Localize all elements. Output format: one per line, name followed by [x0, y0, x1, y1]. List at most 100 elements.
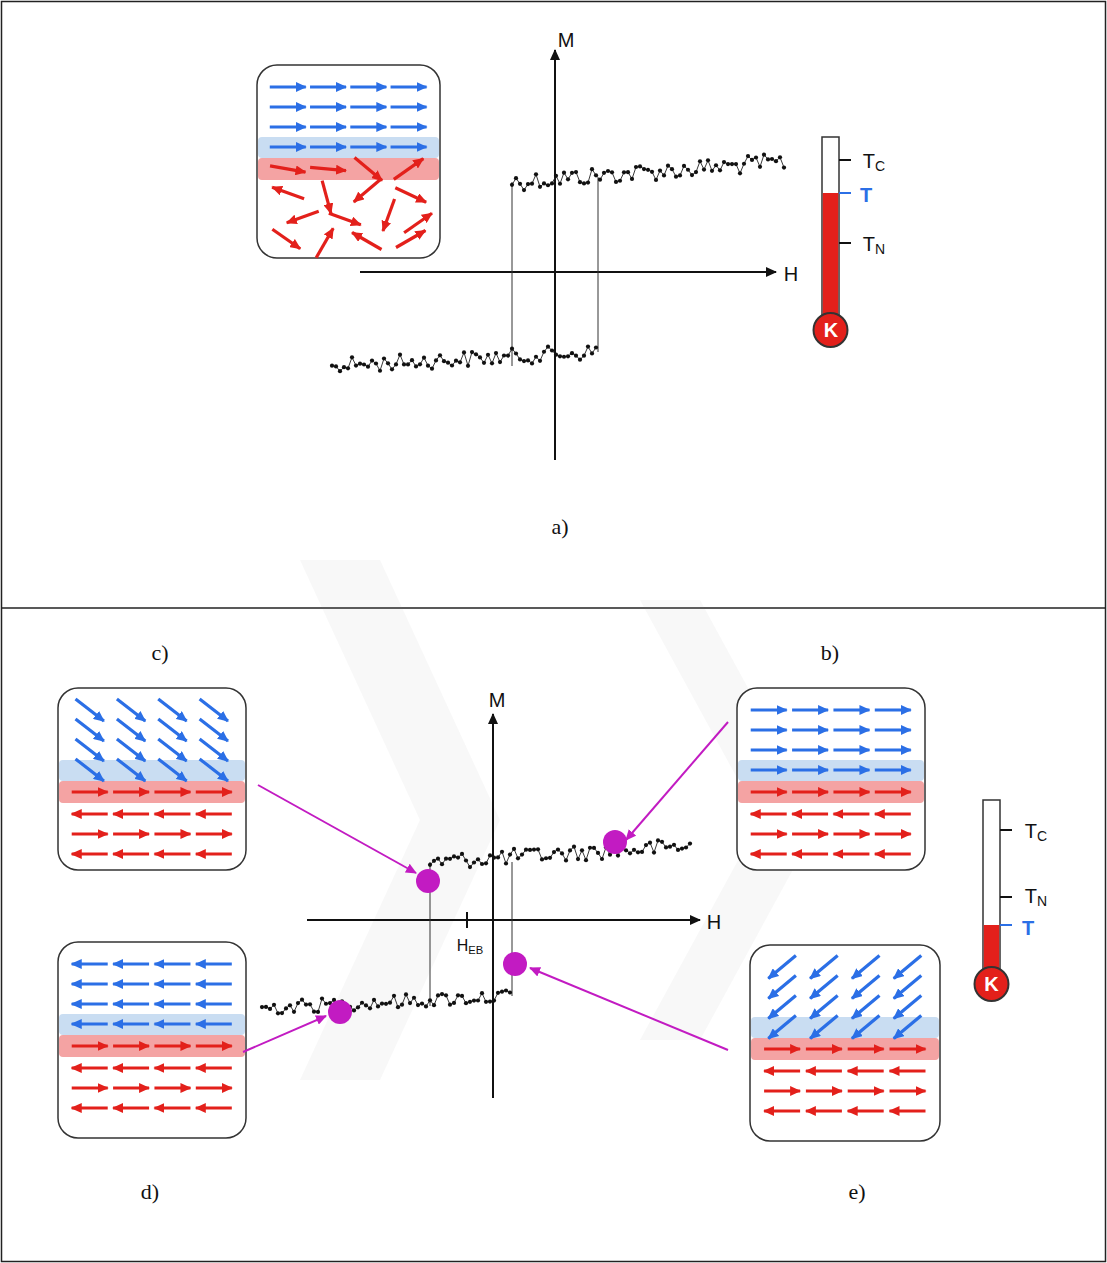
spin-arrow [391, 105, 427, 108]
thermometer [975, 800, 1013, 1001]
spin-arrow [154, 1044, 190, 1047]
switching-line [512, 182, 513, 366]
spin-arrow [768, 995, 796, 1018]
spin-arrow [792, 748, 828, 751]
spin-arrow [806, 1089, 842, 1092]
spin-arrow [764, 1089, 800, 1092]
spin-arrow [196, 790, 232, 793]
spin-arrow [196, 1044, 232, 1047]
spin-arrow [833, 852, 869, 855]
spin-arrow [890, 1069, 926, 1072]
axis-label: M [489, 690, 506, 710]
spin-arrow [196, 1002, 232, 1005]
spin-arrow [792, 728, 828, 731]
spin-arrow [391, 125, 427, 128]
spin-arrow [154, 1066, 190, 1069]
spin-arrow [792, 790, 828, 793]
spin-arrow [310, 145, 346, 148]
heb-tick [466, 912, 468, 928]
panel-label: c) [151, 642, 168, 664]
temperature-label: T [860, 185, 872, 205]
hysteresis-branch [428, 838, 692, 869]
spin-arrow [350, 125, 386, 128]
spin-arrow [751, 832, 787, 835]
spin-arrow [394, 159, 423, 180]
spin-arrow [113, 1044, 149, 1047]
spin-arrow [196, 812, 232, 815]
spin-arrow [350, 105, 386, 108]
spin-arrow [310, 125, 346, 128]
temperature-label: TN [1025, 886, 1047, 909]
switching-line [598, 178, 599, 352]
axis-label: H [707, 912, 721, 932]
spin-arrow [833, 812, 869, 815]
state-dot [328, 1000, 352, 1024]
spin-arrow [833, 768, 869, 771]
spin-arrow [72, 1044, 108, 1047]
spin-arrow [806, 1047, 842, 1050]
thermometer-symbol: K [824, 320, 838, 340]
spin-arrow [158, 759, 186, 781]
panel-label: b) [821, 642, 839, 664]
spin-arrow [354, 180, 380, 202]
spin-arrow [875, 832, 911, 835]
spin-arrow [833, 728, 869, 731]
spin-arrow [848, 1089, 884, 1092]
spin-arrow [352, 233, 381, 250]
spin-arrow [154, 1002, 190, 1005]
spin-arrow [768, 955, 796, 978]
spin-arrow [196, 1106, 232, 1109]
spin-arrow [310, 167, 346, 170]
spin-arrow [113, 982, 149, 985]
spin-arrow [154, 1086, 190, 1089]
h-axis [360, 271, 776, 273]
spin-arrow [396, 231, 425, 248]
spin-arrow [113, 962, 149, 965]
spin-arrow [852, 955, 880, 978]
spin-arrow [196, 1022, 232, 1025]
spin-arrow [894, 955, 922, 978]
spin-box [257, 65, 440, 258]
panel-label: a) [551, 516, 568, 538]
leader-arrow [258, 785, 416, 873]
spin-arrow [391, 145, 427, 148]
state-dot [603, 830, 627, 854]
spin-arrow [76, 699, 104, 721]
spin-arrow [113, 1106, 149, 1109]
spin-arrow [751, 768, 787, 771]
spin-arrow [72, 852, 108, 855]
spin-arrow [154, 1022, 190, 1025]
spin-arrow [890, 1089, 926, 1092]
spin-arrow [72, 1106, 108, 1109]
spin-arrow [113, 790, 149, 793]
spin-arrow [287, 211, 319, 223]
spin-arrow [154, 812, 190, 815]
spin-arrow [76, 739, 104, 761]
spin-arrow [894, 995, 922, 1018]
spin-arrow [852, 1015, 880, 1038]
spin-arrow [810, 955, 838, 978]
spin-arrow [764, 1047, 800, 1050]
spin-arrow [806, 1069, 842, 1072]
spin-arrow [875, 790, 911, 793]
spin-arrow [200, 699, 228, 721]
spin-box [58, 942, 246, 1138]
spin-arrow [196, 982, 232, 985]
spin-arrow [383, 199, 395, 231]
spin-arrow [329, 213, 361, 225]
spin-arrow [806, 1109, 842, 1112]
spin-arrow [196, 1066, 232, 1069]
hysteresis-branch [330, 345, 598, 374]
spin-arrow [833, 790, 869, 793]
spin-arrow [764, 1109, 800, 1112]
spin-arrow [848, 1047, 884, 1050]
spin-arrow [196, 962, 232, 965]
exchange-bias-label: HEB [457, 938, 484, 956]
spin-arrow [72, 832, 108, 835]
spin-arrow [875, 768, 911, 771]
spin-arrow [751, 852, 787, 855]
leader-arrow [530, 968, 728, 1050]
